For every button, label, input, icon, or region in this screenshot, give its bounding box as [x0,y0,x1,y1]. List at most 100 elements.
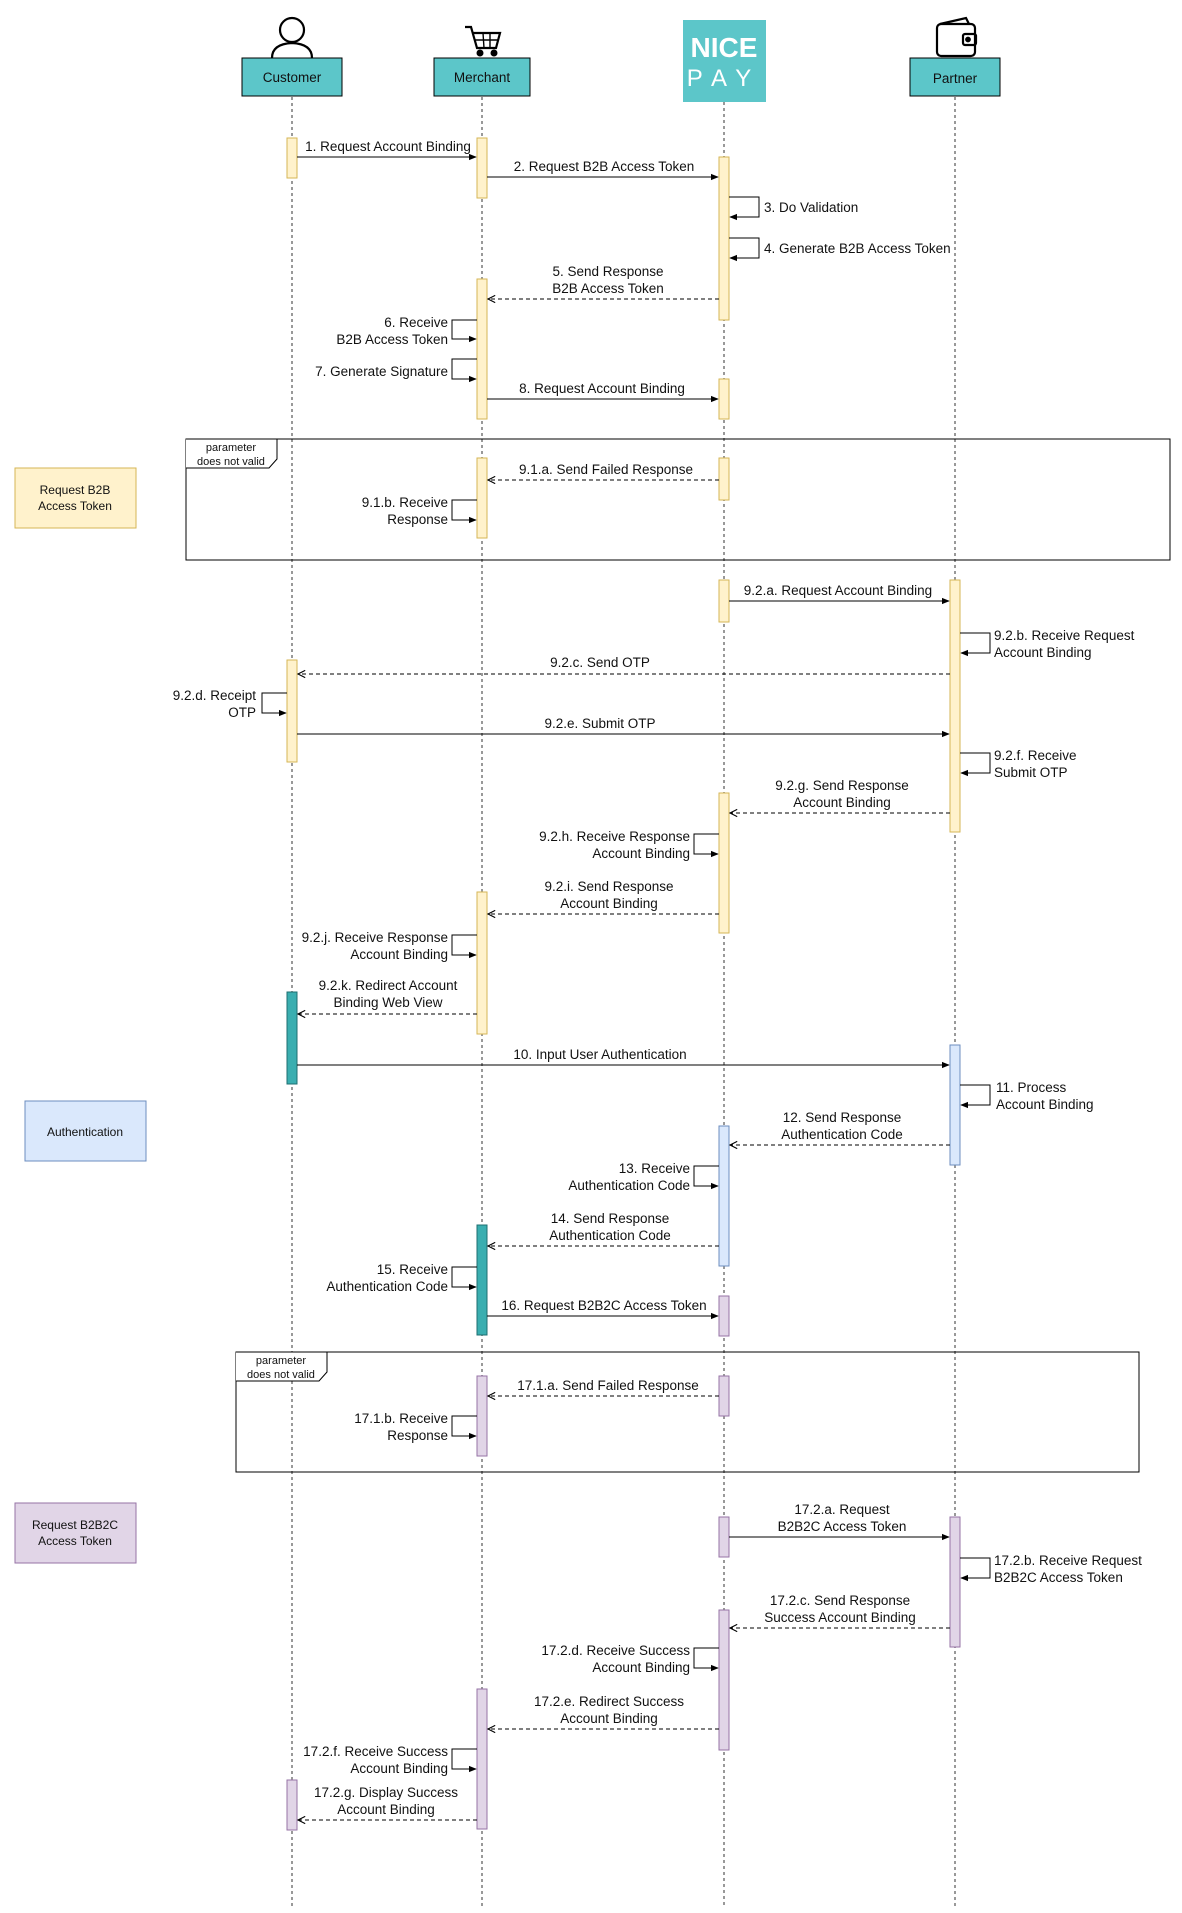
svg-text:17.1.a. Send Failed Response: 17.1.a. Send Failed Response [517,1378,699,1393]
svg-text:10. Input User Authentication: 10. Input User Authentication [513,1047,686,1062]
message-9-2-c: 9.2.c. Send OTP [298,655,950,674]
messages: 1. Request Account Binding 2. Request B2… [173,139,1142,1820]
alt-frame-1: parameter does not valid [185,438,1171,561]
activation-bar [476,891,488,1035]
message-16: 16. Request B2B2C Access Token [487,1298,719,1320]
svg-text:3. Do Validation: 3. Do Validation [764,200,858,215]
svg-text:Authentication: Authentication [47,1125,123,1139]
svg-text:9.2.a. Request Account Binding: 9.2.a. Request Account Binding [744,583,932,598]
wallet-icon [935,16,978,58]
activation-bar [718,156,730,321]
svg-text:Authentication Code: Authentication Code [568,1178,690,1193]
svg-text:Request B2B: Request B2B [40,483,111,497]
svg-text:12. Send Response: 12. Send Response [783,1110,902,1125]
svg-text:does not valid: does not valid [247,1369,315,1381]
svg-text:parameter: parameter [256,1355,306,1367]
participant-label: Customer [263,70,322,85]
svg-text:Account Binding: Account Binding [350,947,448,962]
message-17-2-g: 17.2.g. Display Success Account Binding [298,1785,477,1820]
activation-bar [476,457,488,539]
svg-text:14. Send Response: 14. Send Response [551,1211,670,1226]
nicepay-logo-line2: PAY [687,65,761,92]
activation-bar [718,1516,730,1558]
svg-text:does not valid: does not valid [197,456,265,468]
message-17-2-e: 17.2.e. Redirect Success Account Binding [488,1694,719,1729]
participant-partner: Partner [909,16,1001,97]
svg-text:15. Receive: 15. Receive [377,1262,448,1277]
svg-text:9.2.b. Receive Request: 9.2.b. Receive Request [994,628,1135,643]
message-4: 4. Generate B2B Access Token [729,237,951,262]
activation-bar [718,579,730,623]
activation-bar [949,1516,961,1648]
participant-box [909,57,1001,97]
svg-text:9.2.i. Send Response: 9.2.i. Send Response [544,879,673,894]
svg-text:Response: Response [387,512,448,527]
svg-text:Account Binding: Account Binding [560,896,658,911]
svg-text:9.2.k. Redirect Account: 9.2.k. Redirect Account [319,978,458,993]
activation-bar [718,1125,730,1267]
svg-text:1. Request Account Binding: 1. Request Account Binding [305,139,471,154]
message-17-2-f: 17.2.f. Receive Success Account Binding [303,1744,477,1776]
svg-text:9.2.f. Receive: 9.2.f. Receive [994,748,1077,763]
activation-bar [286,1779,298,1831]
message-5: 5. Send Response B2B Access Token [488,264,719,299]
note-request-b2b: Request B2B Access Token [14,467,137,529]
svg-text:Authentication Code: Authentication Code [326,1279,448,1294]
activation-bar [476,1224,488,1336]
activation-bar [718,457,730,501]
message-9-2-g: 9.2.g. Send Response Account Binding [730,778,950,813]
svg-text:Account Binding: Account Binding [994,645,1092,660]
svg-text:13. Receive: 13. Receive [619,1161,690,1176]
activation-bar [286,991,298,1085]
activation-bar [718,378,730,420]
svg-text:Access Token: Access Token [38,1534,112,1548]
message-17-2-d: 17.2.d. Receive Success Account Binding [541,1643,719,1675]
svg-text:Access Token: Access Token [38,499,112,513]
message-17-2-a: 17.2.a. Request B2B2C Access Token [729,1502,950,1541]
message-15: 15. Receive Authentication Code [326,1262,477,1294]
svg-text:Account Binding: Account Binding [592,846,690,861]
svg-text:2. Request B2B Access Token: 2. Request B2B Access Token [514,159,695,174]
message-17-2-c: 17.2.c. Send Response Success Account Bi… [730,1593,950,1628]
svg-text:Authentication Code: Authentication Code [781,1127,903,1142]
svg-text:9.2.h. Receive Response: 9.2.h. Receive Response [539,829,690,844]
svg-text:Authentication Code: Authentication Code [549,1228,671,1243]
participant-nicepay: NICE PAY [683,20,766,102]
svg-text:9.2.g. Send Response: 9.2.g. Send Response [775,778,909,793]
svg-text:Account Binding: Account Binding [350,1761,448,1776]
svg-text:9.2.c. Send OTP: 9.2.c. Send OTP [550,655,650,670]
svg-text:Request B2B2C: Request B2B2C [32,1518,118,1532]
svg-text:7. Generate Signature: 7. Generate Signature [315,364,448,379]
svg-text:Success Account Binding: Success Account Binding [764,1610,916,1625]
svg-text:17.2.g. Display Success: 17.2.g. Display Success [314,1785,458,1800]
activation-bar [286,137,298,179]
participant-box [241,57,343,97]
message-1: 1. Request Account Binding [297,139,477,161]
svg-text:17.1.b. Receive: 17.1.b. Receive [354,1411,448,1426]
svg-text:B2B Access Token: B2B Access Token [552,281,664,296]
message-7: 7. Generate Signature [315,358,477,383]
activation-bar [718,1375,730,1417]
activation-bar [476,278,488,420]
svg-text:17.2.c. Send Response: 17.2.c. Send Response [770,1593,910,1608]
svg-text:17.2.b. Receive Request: 17.2.b. Receive Request [994,1553,1142,1568]
activation-bar [476,1375,488,1457]
message-8: 8. Request Account Binding [487,381,719,403]
activation-bar [949,1044,961,1166]
message-9-2-k: 9.2.k. Redirect Account Binding Web View [298,978,477,1014]
message-9-2-i: 9.2.i. Send Response Account Binding [488,879,719,914]
activation-bar [476,137,488,199]
activation-bars [286,137,961,1831]
activation-bar [718,792,730,934]
svg-text:6. Receive: 6. Receive [384,315,448,330]
activation-bar [718,1609,730,1751]
message-9-2-a: 9.2.a. Request Account Binding [729,583,950,605]
svg-text:9.2.d. Receipt: 9.2.d. Receipt [173,688,257,703]
message-9-1-a: 9.1.a. Send Failed Response [488,462,719,480]
nicepay-logo [683,20,766,102]
message-9-2-e: 9.2.e. Submit OTP [297,716,950,738]
message-11: 11. Process Account Binding [960,1080,1094,1112]
activation-bar [286,659,298,763]
svg-text:4. Generate B2B Access Token: 4. Generate B2B Access Token [764,241,951,256]
participant-label: Merchant [454,70,511,85]
